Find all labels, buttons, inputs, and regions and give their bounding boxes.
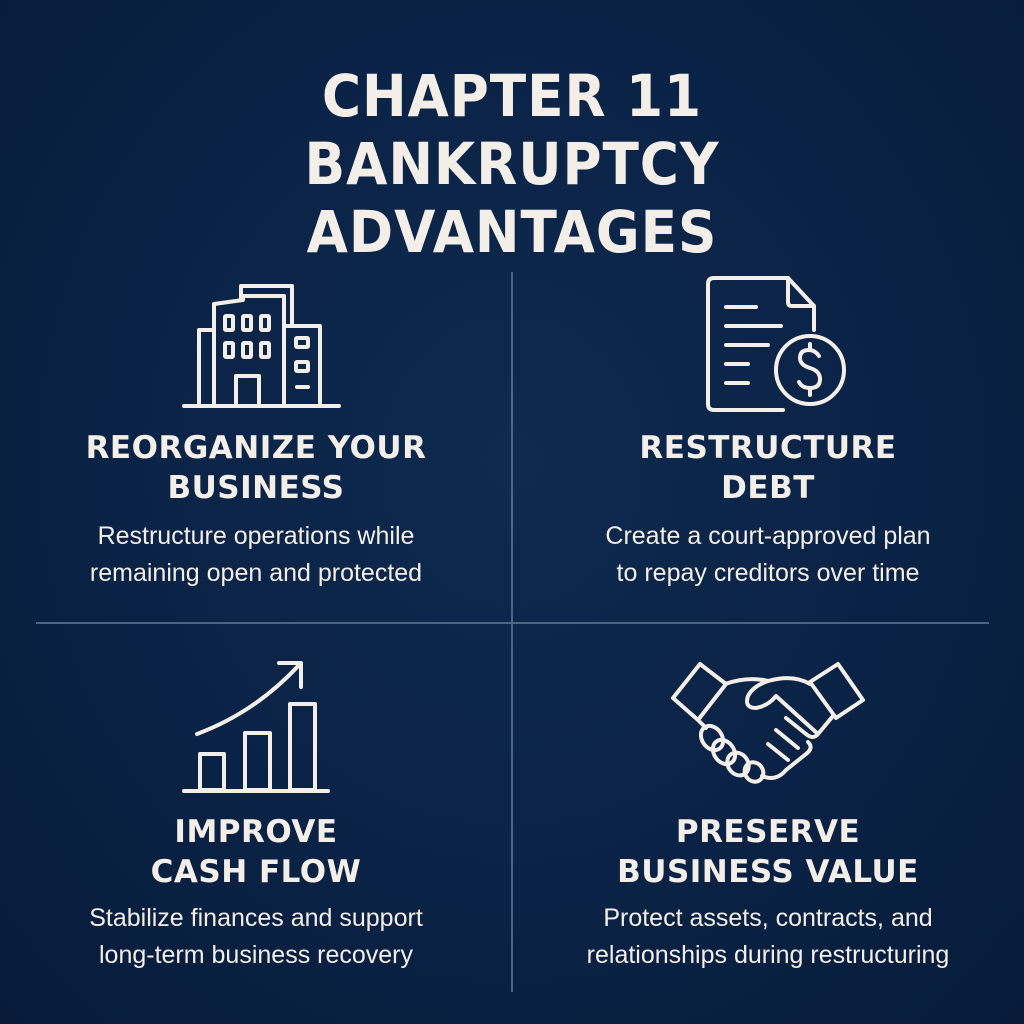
advantage-description: Restructure operations while remaining o… — [89, 522, 423, 587]
horizontal-divider — [36, 622, 989, 624]
advantage-description: Create a court-approved plan to repay cr… — [605, 522, 931, 587]
title-line-1: CHAPTER 11 — [321, 62, 703, 130]
advantage-heading: PRESERVE BUSINESS VALUE — [617, 814, 919, 890]
advantage-description: Stabilize finances and support long-term… — [89, 904, 423, 969]
handshake-icon — [512, 656, 1024, 786]
vertical-divider — [511, 272, 513, 992]
growth-chart-icon — [0, 654, 512, 794]
page-title: CHAPTER 11 BANKRUPTCY ADVANTAGES — [41, 62, 983, 266]
document-dollar-icon — [512, 274, 1024, 414]
advantage-heading: RESTRUCTURE DEBT — [639, 430, 897, 506]
title-line-2: BANKRUPTCY — [304, 130, 720, 198]
advantage-description: Protect assets, contracts, and relations… — [586, 904, 950, 969]
advantage-heading: REORGANIZE YOUR BUSINESS — [85, 430, 427, 506]
title-line-3: ADVANTAGES — [306, 198, 718, 266]
advantage-heading: IMPROVE CASH FLOW — [150, 814, 362, 890]
office-building-icon — [0, 276, 512, 412]
